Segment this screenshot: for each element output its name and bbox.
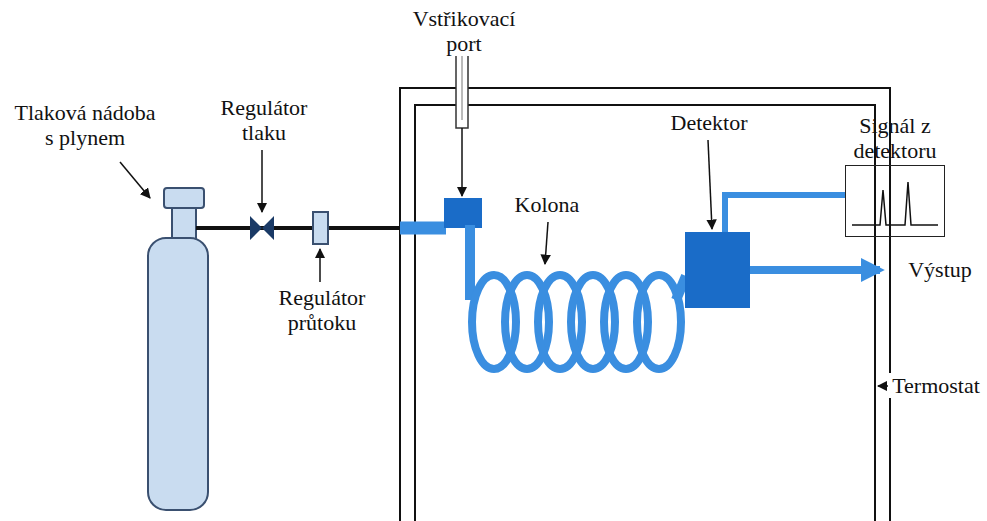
cylinder-cap (164, 188, 204, 208)
gas-cylinder (148, 238, 208, 510)
column-tube (465, 225, 475, 300)
injection-block (444, 198, 482, 228)
flow-regulator (313, 212, 328, 244)
pressure-valve (250, 216, 274, 240)
leader-arrow (120, 162, 150, 198)
column-coil (472, 275, 681, 369)
flow-regulator-label: Regulátor průtoku (262, 285, 382, 335)
leader-arrow (319, 249, 321, 282)
signal-cable (725, 195, 845, 232)
column-outlet (676, 276, 686, 300)
coil-loop (637, 275, 681, 369)
thermostat-outer (400, 88, 890, 521)
leader-arrow (708, 140, 712, 229)
outlet-tube (750, 266, 880, 274)
gas-line (196, 226, 402, 230)
injection-port-label: Vstřikovací port (392, 6, 536, 56)
display-heading: Signál z detektoru (830, 113, 960, 163)
needle (461, 128, 463, 196)
chromatogram-peaks (852, 182, 938, 225)
detector-label: Detektor (662, 110, 756, 135)
pressure-regulator-label: Regulátor tlaku (205, 95, 323, 145)
leader-arrow (261, 150, 263, 212)
cylinder-label: Tlaková nádoba s plynem (8, 100, 162, 150)
signal-display: Signál z detektoru (845, 165, 945, 237)
column-label: Kolona (505, 192, 589, 217)
cylinder-neck (172, 208, 196, 240)
detector-block (685, 232, 750, 308)
outlet-label: Výstup (898, 257, 982, 282)
leader-arrow (545, 222, 548, 264)
thermostat-inner (415, 105, 875, 521)
inlet-tube (400, 222, 446, 235)
thermostat-label: Termostat (888, 373, 984, 398)
